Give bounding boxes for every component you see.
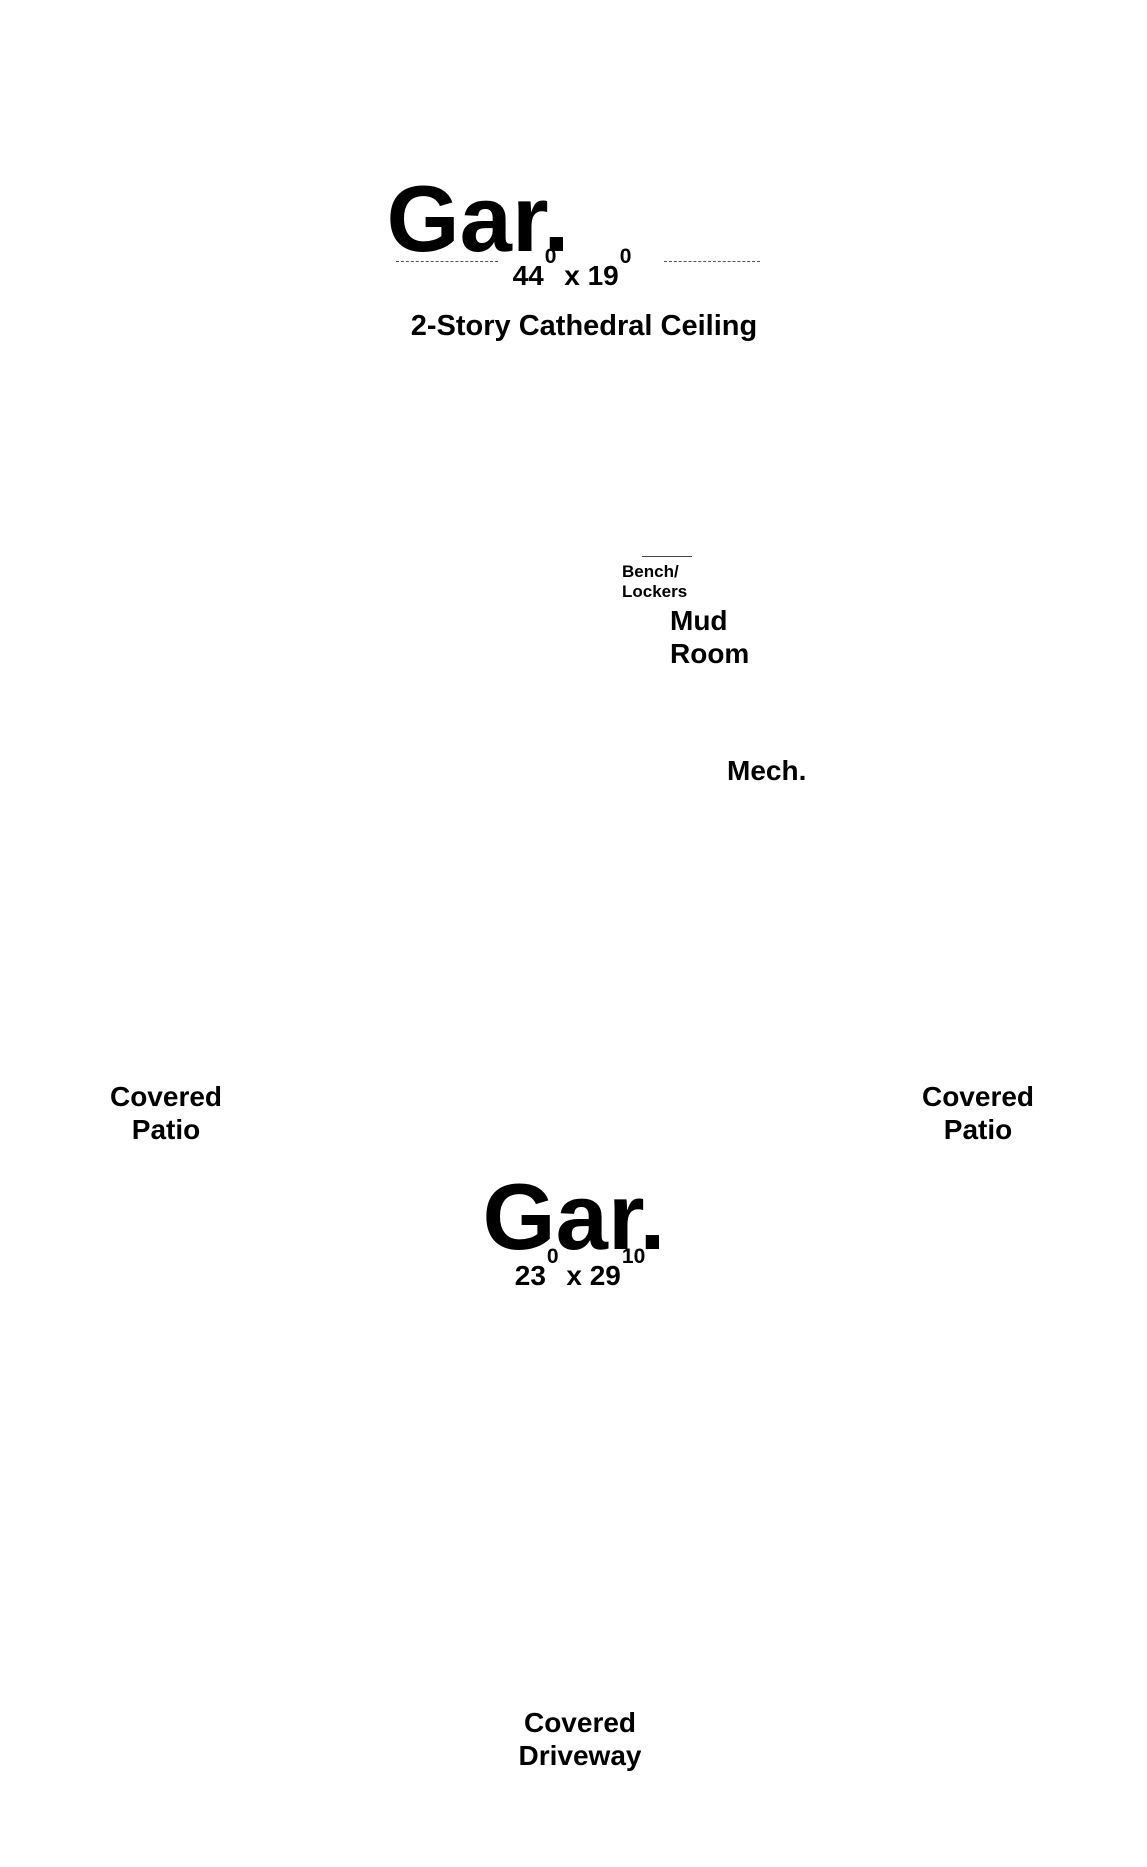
garage-bottom-title: Gar. xyxy=(482,1164,666,1269)
garage-top-dashline-right xyxy=(664,261,760,262)
garage-top-dim-b-inches: 0 xyxy=(619,245,632,268)
garage-bottom-dim-sep: x xyxy=(566,1260,582,1291)
bench-line1: Bench/ xyxy=(622,562,679,581)
garage-top-dim-a-inches: 0 xyxy=(544,245,557,268)
patio-left-line2: Patio xyxy=(131,1114,201,1145)
covered-patio-left-label: Covered Patio xyxy=(76,1080,256,1146)
garage-bottom-dim-b: 29 xyxy=(589,1260,621,1291)
mud-room-line1: Mud xyxy=(670,605,728,636)
driveway-line1: Covered xyxy=(523,1707,637,1738)
garage-top-title: Gar. xyxy=(386,166,570,271)
garage-top-dim-a: 44 xyxy=(512,260,544,291)
patio-right-line2: Patio xyxy=(943,1114,1013,1145)
garage-top-dim-b: 19 xyxy=(587,260,619,291)
garage-top-dashline-left xyxy=(396,261,498,262)
garage-top-dim-sep: x xyxy=(564,260,580,291)
bench-divider-line xyxy=(642,556,692,557)
garage-bottom-dimensions: 230 x 2910 xyxy=(450,1246,710,1291)
driveway-line2: Driveway xyxy=(518,1740,642,1771)
bench-lockers-label: Bench/ Lockers xyxy=(622,562,687,602)
garage-bottom-dim-a-inches: 0 xyxy=(546,1245,559,1268)
patio-left-line1: Covered xyxy=(109,1081,223,1112)
covered-patio-right-label: Covered Patio xyxy=(888,1080,1068,1146)
mud-room-label: Mud Room xyxy=(670,604,749,670)
garage-bottom-dim-b-inches: 10 xyxy=(621,1245,646,1268)
mud-room-line2: Room xyxy=(670,638,750,669)
garage-bottom-dim-a: 23 xyxy=(514,1260,546,1291)
bench-line2: Lockers xyxy=(622,582,688,601)
garage-top-dimensions: 440 x 190 xyxy=(442,246,702,291)
patio-right-line1: Covered xyxy=(921,1081,1035,1112)
covered-driveway-label: Covered Driveway xyxy=(470,1706,690,1772)
garage-top-ceiling-note: 2-Story Cathedral Ceiling xyxy=(410,310,758,342)
mech-room-label: Mech. xyxy=(727,755,807,786)
